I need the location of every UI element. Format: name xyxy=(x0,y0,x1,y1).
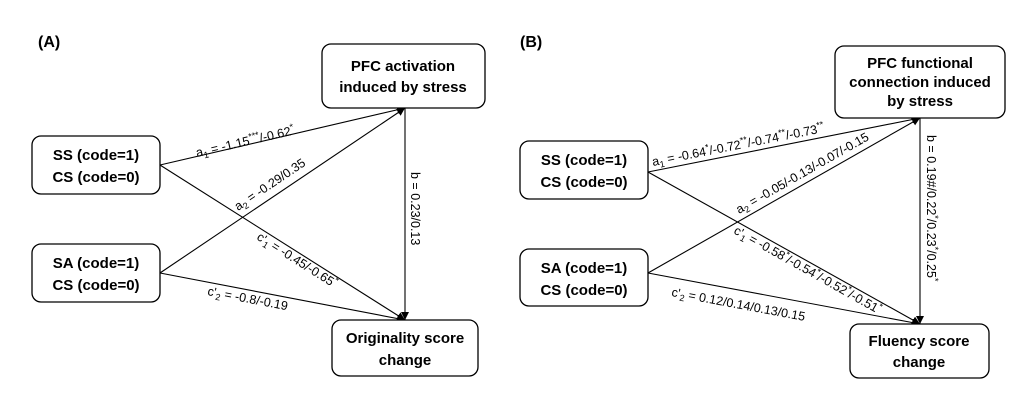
panel-b-arrow-c2 xyxy=(647,272,921,327)
panel-a-arrow-c1 xyxy=(159,164,406,321)
panel-b-outcome-node: Fluency score change xyxy=(849,323,990,379)
panel-a-arrow-a2 xyxy=(159,107,406,274)
panel-b-arrow-a1 xyxy=(647,115,921,173)
panel-b-path-a1-label-significance: ** xyxy=(777,127,786,138)
panel-b-path-a1-label-significance: ** xyxy=(815,119,824,130)
panel-b-path-b-label-value: /0.25 xyxy=(924,250,938,278)
panel-b-path-a1-label-symbol: a xyxy=(651,154,661,169)
panel-b-path-c1-label-significance: * xyxy=(815,266,823,277)
panel-a-mediator-line2: induced by stress xyxy=(339,79,467,96)
panel-a-ss-line1: SS (code=1) xyxy=(53,147,139,164)
panel-a-path-a1-label-value: /-0.62 xyxy=(258,124,292,145)
panel-b-mediator-node: PFC functional connection induced by str… xyxy=(834,45,1006,119)
panel-a-path-b-label: b = 0.23/0.13 xyxy=(408,172,422,245)
panel-b-ss-line1: SS (code=1) xyxy=(541,152,627,169)
panel-a-outcome-line1: Originality score xyxy=(346,330,464,347)
panel-a-path-c1-label-subscript: 1 xyxy=(261,239,271,250)
panel-a-ss-line2: CS (code=0) xyxy=(52,169,139,186)
panel-b-ss-node: SS (code=1) CS (code=0) xyxy=(519,140,649,200)
panel-b: (B) PFC functional connection induced by… xyxy=(519,34,1006,379)
panel-b-sa-line1: SA (code=1) xyxy=(541,260,628,277)
panel-a-outcome-node: Originality score change xyxy=(331,319,479,377)
panel-b-path-b-label: b = 0.19#/0.22*/0.23*/0.25* xyxy=(924,135,940,282)
panel-a-path-c1-label: c'1 = -0.45/-0.65* xyxy=(253,228,341,293)
panel-b-path-c1-label-value: = -0.58 xyxy=(743,230,787,263)
panel-a-path-a1-label-subscript: 1 xyxy=(203,149,210,160)
panel-a: (A) PFC activation induced by stress SS … xyxy=(31,34,486,377)
panel-a-path-a1-label-symbol: a xyxy=(195,145,205,160)
panel-b-mediator-line1: PFC functional xyxy=(867,55,973,72)
panel-a-path-a1-label: a1 = -1.15***/-0.62* xyxy=(194,121,297,161)
panel-a-outcome-line2: change xyxy=(379,352,432,369)
panel-b-path-c2-label: c'2 = 0.12/0.14/0.13/0.15 xyxy=(670,285,806,326)
panel-b-path-c2-label-subscript: 2 xyxy=(679,293,686,304)
panel-b-path-a1-label-value: /-0.74 xyxy=(746,130,780,150)
panel-a-path-a2-label-value: = -0.29/0.35 xyxy=(242,156,308,207)
panel-a-sa-node: SA (code=1) CS (code=0) xyxy=(31,243,161,303)
panel-b-path-c2-label-symbol: c' xyxy=(670,285,681,300)
panel-a-path-c2-label-symbol: c' xyxy=(206,284,217,299)
panel-b-path-a2-label-subscript: 2 xyxy=(743,204,752,215)
panel-a-arrow-c2 xyxy=(159,272,406,323)
panel-a-path-a1-label-significance: *** xyxy=(247,129,260,141)
panel-b-outcome-line1: Fluency score xyxy=(869,333,970,350)
panel-b-path-b-label-significance: * xyxy=(930,215,940,219)
panel-b-path-a1-label-value: /-0.73 xyxy=(784,123,818,143)
panel-b-path-c1-label-significance: * xyxy=(877,301,885,312)
panel-b-arrow-c1 xyxy=(647,171,921,325)
panel-a-ss-node: SS (code=1) CS (code=0) xyxy=(31,135,161,195)
panel-a-path-c1-label-value: = -0.45/-0.65 xyxy=(266,237,337,289)
panel-b-path-c1-label-significance: * xyxy=(784,249,792,260)
panel-a-path-c1-label-significance: * xyxy=(332,275,341,286)
panel-b-path-b-label-value: /0.23 xyxy=(924,219,938,247)
panel-b-path-a1-label: a1 = -0.64*/-0.72**/-0.74**/-0.73** xyxy=(650,119,826,171)
panel-a-path-a1-label-value: = -1.15 xyxy=(206,134,251,157)
panel-b-path-b-label-symbol: b xyxy=(924,135,938,142)
panel-b-path-c2-label-value: = 0.12/0.14/0.13/0.15 xyxy=(684,288,807,324)
panel-a-path-a2-label-subscript: 2 xyxy=(241,200,251,211)
panel-b-path-b-label-significance: * xyxy=(930,247,940,251)
panel-b-path-c1-label-subscript: 1 xyxy=(738,233,747,244)
panel-b-path-a1-label-value: /-0.72 xyxy=(708,138,742,158)
panel-a-path-c2-label-subscript: 2 xyxy=(215,292,222,303)
panel-b-path-c1-label-value: /-0.52 xyxy=(815,270,850,298)
panel-b-mediator-line3: by stress xyxy=(887,93,953,110)
panel-a-path-a2-label: a2 = -0.29/0.35 xyxy=(232,156,309,215)
panel-b-label: (B) xyxy=(520,34,542,51)
panel-a-path-a1-label-significance: * xyxy=(289,121,295,132)
panel-b-sa-node: SA (code=1) CS (code=0) xyxy=(519,248,649,307)
panel-b-path-a1-label-significance: * xyxy=(704,142,710,153)
panel-a-arrow-a1 xyxy=(159,105,406,166)
panel-a-sa-line2: CS (code=0) xyxy=(52,277,139,294)
panel-b-path-a1-label-significance: ** xyxy=(739,134,748,145)
panel-b-path-a1-label-value: = -0.64 xyxy=(663,145,708,167)
panel-b-path-b-label-value: = 0.19#/0.22 xyxy=(924,142,938,215)
panel-a-path-c2-label: c'2 = -0.8/-0.19 xyxy=(206,284,289,315)
panel-b-path-c1-label-value: /-0.54 xyxy=(784,253,819,281)
panel-b-path-c1-label-significance: * xyxy=(846,284,854,295)
panel-a-mediator-line1: PFC activation xyxy=(351,58,455,75)
panel-a-path-b-label-value: = 0.23/0.13 xyxy=(408,179,422,245)
panel-a-path-b-label-symbol: b xyxy=(408,172,422,179)
panel-b-path-b-label-significance: * xyxy=(930,278,940,282)
panel-b-outcome-line2: change xyxy=(893,354,946,371)
panel-b-sa-line2: CS (code=0) xyxy=(540,282,627,299)
panel-b-ss-line2: CS (code=0) xyxy=(540,174,627,191)
panel-a-label: (A) xyxy=(38,34,60,51)
panel-a-mediator-node: PFC activation induced by stress xyxy=(321,43,486,109)
panel-b-mediator-line2: connection induced xyxy=(849,74,991,91)
panel-b-path-a1-label-subscript: 1 xyxy=(659,159,666,170)
panel-a-sa-line1: SA (code=1) xyxy=(53,255,140,272)
panel-b-arrow-a2 xyxy=(647,117,921,274)
